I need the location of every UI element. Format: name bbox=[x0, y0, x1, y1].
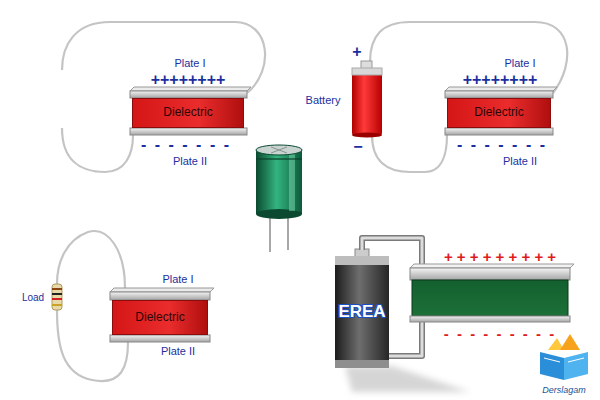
plate-label: Plate I bbox=[174, 58, 205, 69]
capacitor-plate bbox=[110, 292, 210, 300]
dielectric-layer: Dielectric bbox=[132, 98, 244, 128]
terminal-sign: − bbox=[353, 139, 362, 155]
wire bbox=[389, 322, 422, 356]
brand-text: EREA bbox=[338, 302, 385, 322]
wire bbox=[57, 231, 125, 288]
electrolytic-capacitor bbox=[289, 153, 295, 211]
battery-body: EREA bbox=[335, 256, 389, 368]
capacitor-plate bbox=[130, 128, 247, 135]
capacitor-plate bbox=[445, 128, 553, 135]
watermark: Derslagam bbox=[542, 386, 586, 395]
plate-label: Plate I bbox=[504, 58, 535, 69]
capacitor-plate bbox=[410, 264, 574, 322]
layer-label: Dielectric bbox=[135, 311, 184, 325]
battery-shape bbox=[335, 360, 389, 368]
battery-shape bbox=[335, 256, 389, 265]
resistor-symbol bbox=[52, 304, 62, 306]
electrolytic-capacitor bbox=[256, 209, 302, 219]
plate-label: Plate II bbox=[161, 346, 195, 357]
layer-label: Dielectric bbox=[163, 106, 212, 120]
dielectric-layer: Dielectric bbox=[447, 98, 551, 128]
capacitor-plate bbox=[445, 91, 553, 98]
capacitor-plate bbox=[412, 280, 568, 316]
plate-label: Plate I bbox=[162, 274, 193, 285]
wire bbox=[389, 322, 422, 356]
shadow bbox=[345, 366, 470, 392]
logo-icon bbox=[544, 358, 560, 362]
charge-signs: - - - - - - - bbox=[457, 137, 547, 153]
battery-shape bbox=[335, 256, 389, 368]
wire bbox=[62, 128, 133, 172]
charge-signs: ++++++++ bbox=[463, 72, 538, 88]
wire bbox=[62, 22, 265, 93]
logo-icon bbox=[540, 352, 564, 380]
capacitor-plate bbox=[130, 91, 247, 98]
logo-icon bbox=[560, 334, 580, 350]
battery-symbol bbox=[352, 61, 382, 138]
part-label: Load bbox=[22, 293, 44, 303]
electrolytic-capacitor bbox=[256, 145, 302, 252]
charge-signs: - - - - - - - bbox=[141, 137, 231, 153]
resistor-symbol bbox=[52, 293, 62, 295]
plate-label: Plate II bbox=[173, 156, 207, 167]
terminal-sign: + bbox=[352, 44, 361, 60]
resistor-symbol bbox=[52, 284, 62, 310]
wire bbox=[370, 22, 567, 93]
resistor-symbol bbox=[52, 284, 62, 310]
battery-symbol bbox=[352, 133, 382, 138]
logo-icon bbox=[564, 352, 588, 380]
capacitor-plate bbox=[410, 264, 574, 268]
battery-symbol bbox=[352, 68, 382, 75]
plate-label: Plate II bbox=[503, 156, 537, 167]
part-label: Battery bbox=[306, 95, 341, 106]
capacitor-plate bbox=[445, 87, 557, 135]
battery-terminal bbox=[355, 249, 369, 257]
capacitor-plate bbox=[410, 316, 570, 322]
capacitor-plate bbox=[410, 268, 570, 280]
wire bbox=[370, 22, 567, 172]
electrolytic-capacitor bbox=[256, 158, 302, 160]
capacitor-plate bbox=[110, 335, 210, 342]
capacitor-plate bbox=[130, 87, 251, 135]
electrolytic-capacitor bbox=[271, 147, 287, 153]
resistor-symbol bbox=[52, 288, 62, 290]
wire bbox=[62, 22, 265, 172]
electrolytic-capacitor bbox=[256, 150, 302, 214]
battery-symbol bbox=[352, 68, 382, 135]
electrolytic-capacitor bbox=[256, 145, 302, 155]
dielectric-layer: Dielectric bbox=[112, 300, 208, 335]
logo-icon bbox=[540, 334, 588, 380]
battery-terminal bbox=[355, 249, 369, 257]
logo-icon bbox=[568, 358, 584, 362]
layer-label: Dielectric bbox=[474, 106, 523, 120]
charge-signs: - - - - - - - - - bbox=[444, 326, 556, 341]
shadow bbox=[345, 366, 470, 392]
resistor-symbol bbox=[52, 298, 62, 300]
capacitor-plate bbox=[110, 288, 214, 292]
capacitor-plate bbox=[110, 288, 214, 342]
wire bbox=[372, 135, 447, 172]
charge-signs: ++++++++ bbox=[151, 72, 226, 88]
charge-signs: + + + + + + + + + bbox=[444, 249, 556, 264]
electrolytic-capacitor bbox=[271, 147, 287, 153]
